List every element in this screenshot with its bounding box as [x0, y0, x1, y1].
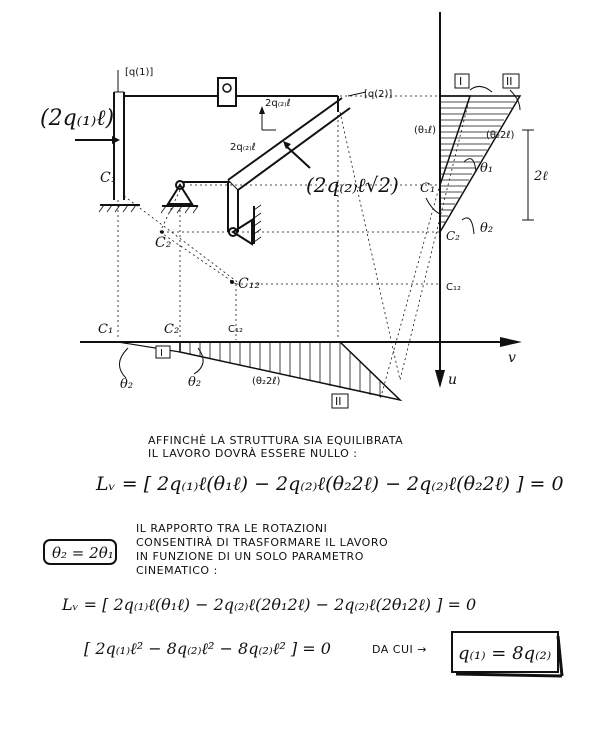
c1-label: C₁ [100, 170, 116, 186]
dim-mid-label: 2q₍₂₎ℓ [230, 142, 256, 153]
dim-top-label: 2q₍₂₎ℓ [265, 98, 291, 109]
right-theta1: θ₁ [480, 161, 493, 176]
left-load-arrows [75, 70, 120, 144]
left-load-label: (2q₍₁₎ℓ) [40, 106, 114, 131]
top-beam [124, 95, 339, 112]
left-pin-support [98, 204, 140, 213]
right-c12: C₁₂ [446, 282, 461, 293]
tag-q2: [q(2)] [364, 89, 392, 100]
result-box [451, 631, 559, 673]
sentence2-line4: CINEMATICO : [136, 564, 218, 577]
sentence2-line3: IN FUNZIONE DI UN SOLO PARAMETRO [136, 550, 364, 563]
diag-load-arrow [283, 141, 311, 169]
u-axis-label: u [448, 372, 457, 388]
right-wall-support [228, 204, 262, 246]
equation-1: Lᵥ = [ 2q₍₁₎ℓ(θ₁ℓ) − 2q₍₂₎ℓ(θ₂2ℓ) − 2q₍₂… [95, 473, 564, 495]
tag-q1: [q(1)] [125, 67, 153, 78]
v-axis-label: v [508, 350, 516, 366]
da-cui: DA CUI → [372, 643, 427, 656]
bottom-roman-2: II [335, 395, 342, 408]
bottom-c2: C₂ [164, 322, 179, 337]
dim-arrows [259, 106, 276, 131]
right-label-theta2-2l: (θ₂2ℓ) [486, 130, 515, 141]
bottom-roman-1: I [160, 348, 163, 359]
right-dim-2l [522, 129, 534, 221]
right-theta2: θ₂ [480, 221, 493, 236]
sentence2-line1: IL RAPPORTO TRA LE ROTAZIONI [136, 522, 327, 535]
right-dim-2l-label: 2ℓ [533, 169, 548, 184]
sentence1-line1: AFFINCHÈ LA STRUTTURA SIA EQUILIBRATA [148, 434, 403, 447]
bottom-c12: C₁₂ [228, 324, 243, 335]
lower-members [180, 181, 239, 232]
right-label-theta1l: (θ₁ℓ) [414, 125, 436, 136]
bottom-c1: C₁ [98, 322, 113, 337]
c2-label: C₂ [155, 235, 172, 251]
sentence2-line2: CONSENTIRÀ DI TRASFORMARE IL LAVORO [136, 536, 388, 549]
right-roman-2: II [506, 75, 513, 88]
bottom-theta2-a: θ₂ [120, 377, 133, 392]
c12-label: C₁₂ [238, 276, 260, 292]
relation-box [43, 539, 117, 565]
right-hatch-region [439, 95, 522, 235]
top-hinge [217, 77, 237, 107]
middle-pin-support [160, 180, 199, 214]
equation-2: Lᵥ = [ 2q₍₁₎ℓ(θ₁ℓ) − 2q₍₂₎ℓ(2θ₁2ℓ) − 2q₍… [61, 595, 476, 614]
right-c1: C₁ [420, 181, 435, 196]
left-column [113, 91, 125, 200]
diag-load-label: (2q₍₂₎ℓ√2) [306, 173, 399, 197]
bottom-label: (θ₂2ℓ) [252, 376, 281, 387]
bottom-hatch-region [179, 341, 403, 402]
bottom-theta2-b: θ₂ [188, 375, 201, 390]
sentence1-line2: IL LAVORO DOVRÀ ESSERE NULLO : [148, 447, 358, 460]
construction-lines [117, 95, 440, 381]
right-c2: C₂ [446, 229, 460, 243]
result: q₍₁₎ = 8q₍₂₎ [458, 643, 551, 664]
equation-3: [ 2q₍₁₎ℓ² − 8q₍₂₎ℓ² − 8q₍₂₎ℓ² ] = 0 [84, 639, 331, 658]
relation: θ₂ = 2θ₁ [52, 544, 114, 562]
right-roman-1: I [459, 75, 462, 88]
